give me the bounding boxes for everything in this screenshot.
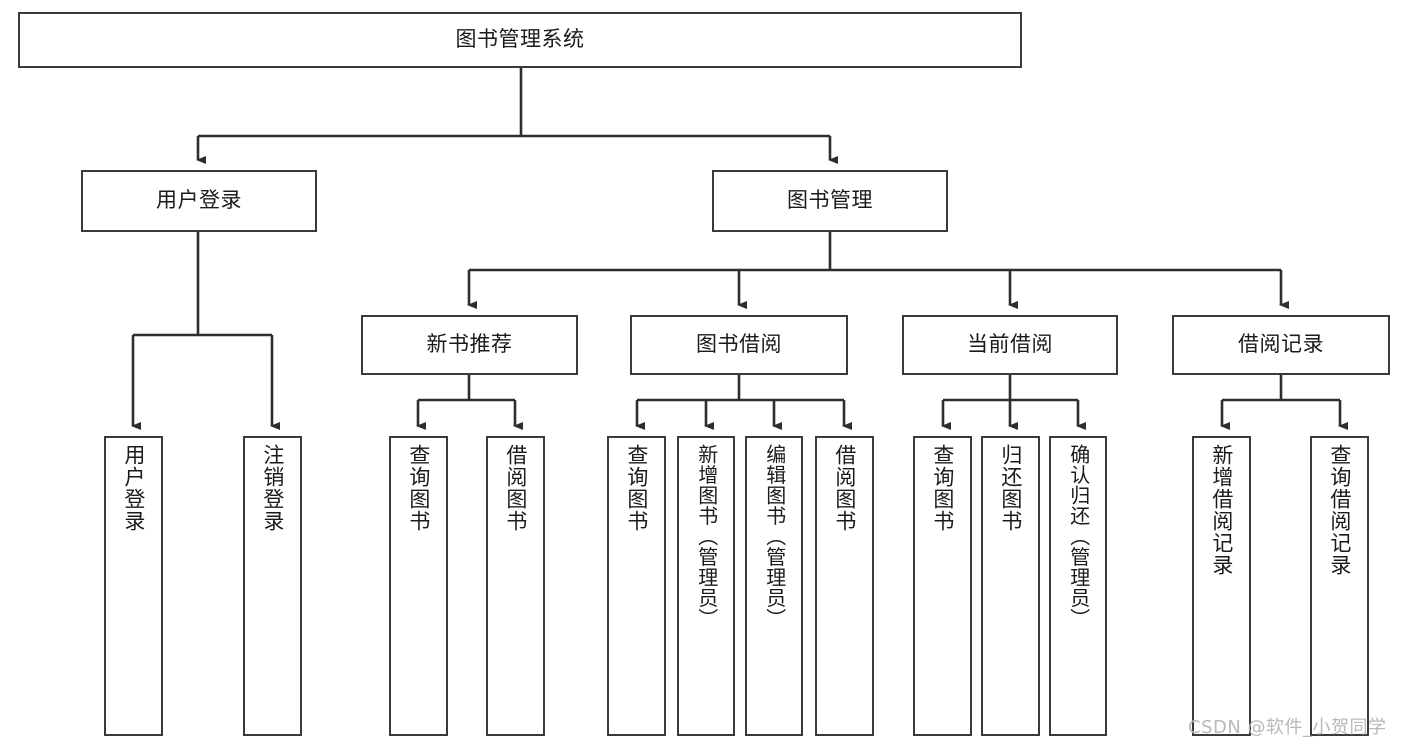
node-label: 编辑图书（管理员） (762, 444, 787, 629)
node-new-book-recommend[interactable]: 新书推荐 (361, 315, 578, 375)
node-label: 注销登录 (260, 444, 285, 532)
leaf-book-borrow-borrow-book[interactable]: 借阅图书 (815, 436, 874, 736)
csdn-watermark: CSDN @软件_小贺同学 (1188, 717, 1387, 738)
leaf-book-borrow-query-book[interactable]: 查询图书 (607, 436, 666, 736)
leaf-current-borrow-return-book[interactable]: 归还图书 (981, 436, 1040, 736)
node-label: 查询图书 (624, 444, 649, 532)
node-label: 新增借阅记录 (1209, 444, 1234, 576)
node-label: 用户登录 (156, 188, 242, 213)
node-label: 图书管理系统 (455, 27, 585, 52)
node-label: 当前借阅 (967, 332, 1053, 357)
node-label: 用户登录 (121, 444, 146, 532)
node-label: 查询图书 (406, 444, 431, 532)
leaf-book-borrow-edit-book-admin[interactable]: 编辑图书（管理员） (745, 436, 803, 736)
leaf-borrow-record-add-record[interactable]: 新增借阅记录 (1192, 436, 1251, 736)
leaf-new-book-query-book[interactable]: 查询图书 (389, 436, 448, 736)
leaf-current-borrow-query-book[interactable]: 查询图书 (913, 436, 972, 736)
node-label: 图书管理 (787, 188, 873, 213)
node-label: 新增图书（管理员） (694, 444, 719, 629)
node-root-book-management-system[interactable]: 图书管理系统 (18, 12, 1022, 68)
leaf-user-login-login[interactable]: 用户登录 (104, 436, 163, 736)
node-label: 查询图书 (930, 444, 955, 532)
node-label: 确认归还（管理员） (1066, 444, 1091, 629)
node-label: 借阅记录 (1238, 332, 1324, 357)
leaf-current-borrow-confirm-return-admin[interactable]: 确认归还（管理员） (1049, 436, 1107, 736)
node-user-login[interactable]: 用户登录 (81, 170, 317, 232)
leaf-new-book-borrow-book[interactable]: 借阅图书 (486, 436, 545, 736)
node-label: 图书借阅 (696, 332, 782, 357)
node-label: 借阅图书 (503, 444, 528, 532)
node-label: 新书推荐 (426, 332, 513, 357)
node-current-borrow[interactable]: 当前借阅 (902, 315, 1118, 375)
leaf-user-login-logout[interactable]: 注销登录 (243, 436, 302, 736)
node-book-borrow[interactable]: 图书借阅 (630, 315, 848, 375)
node-label: 查询借阅记录 (1327, 444, 1352, 576)
leaf-book-borrow-add-book-admin[interactable]: 新增图书（管理员） (677, 436, 735, 736)
node-label: 借阅图书 (832, 444, 857, 532)
node-book-management[interactable]: 图书管理 (712, 170, 948, 232)
node-borrow-record[interactable]: 借阅记录 (1172, 315, 1390, 375)
node-label: 归还图书 (998, 444, 1023, 532)
leaf-borrow-record-query-record[interactable]: 查询借阅记录 (1310, 436, 1369, 736)
